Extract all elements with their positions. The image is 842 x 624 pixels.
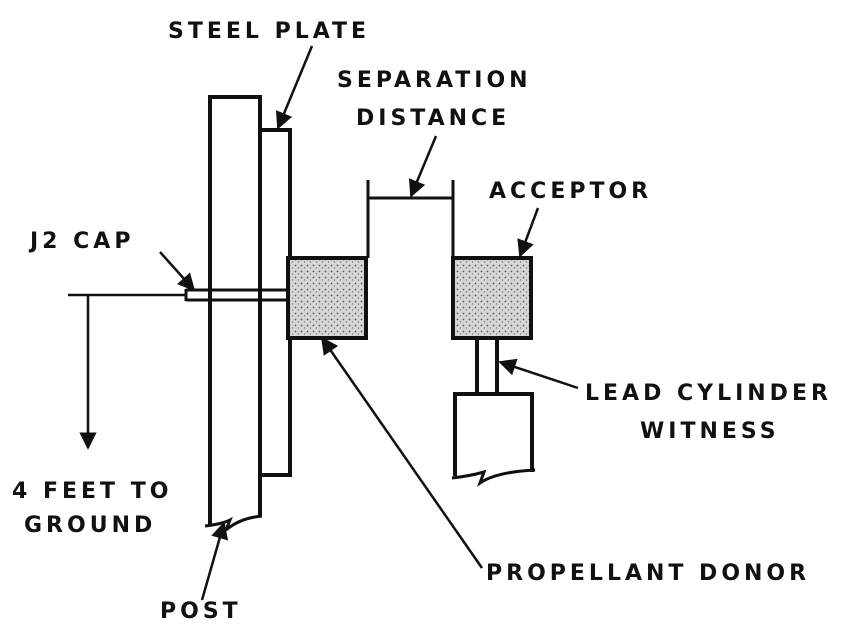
propellant-donor-leader (320, 336, 484, 569)
witness-stand (451, 392, 536, 487)
lead-cylinder-label-line2: WITNESS (640, 419, 780, 444)
separation-label-line1: SEPARATION (337, 68, 532, 93)
j2-cap-leader (159, 251, 196, 292)
post (204, 95, 263, 532)
j2-cap-rod (184, 288, 290, 302)
lead-cylinder-witness (475, 338, 499, 394)
acceptor-leader (517, 207, 540, 258)
steel-plate-leader (275, 45, 314, 130)
propellant-donor-block (286, 256, 368, 340)
propellant-donor-label: PROPELLANT DONOR (486, 561, 810, 586)
feet-label-line2: GROUND (24, 513, 156, 538)
lead-cylinder-leader (498, 358, 579, 390)
separation-leader (408, 135, 438, 198)
post-label: POST (160, 599, 242, 624)
steel-plate-label: STEEL PLATE (168, 19, 370, 44)
height-reference (68, 293, 186, 450)
separation-bracket (366, 180, 455, 258)
steel-plate (260, 128, 292, 477)
acceptor-label: ACCEPTOR (489, 179, 652, 204)
j2-cap-label: J2 CAP (28, 229, 134, 254)
feet-label-line1: 4 FEET TO (12, 479, 172, 504)
post-leader (200, 521, 229, 601)
leader-lines (159, 45, 579, 601)
acceptor-block (451, 256, 533, 340)
separation-label-line2: DISTANCE (356, 106, 510, 131)
lead-cylinder-label-line1: LEAD CYLINDER (585, 381, 832, 406)
